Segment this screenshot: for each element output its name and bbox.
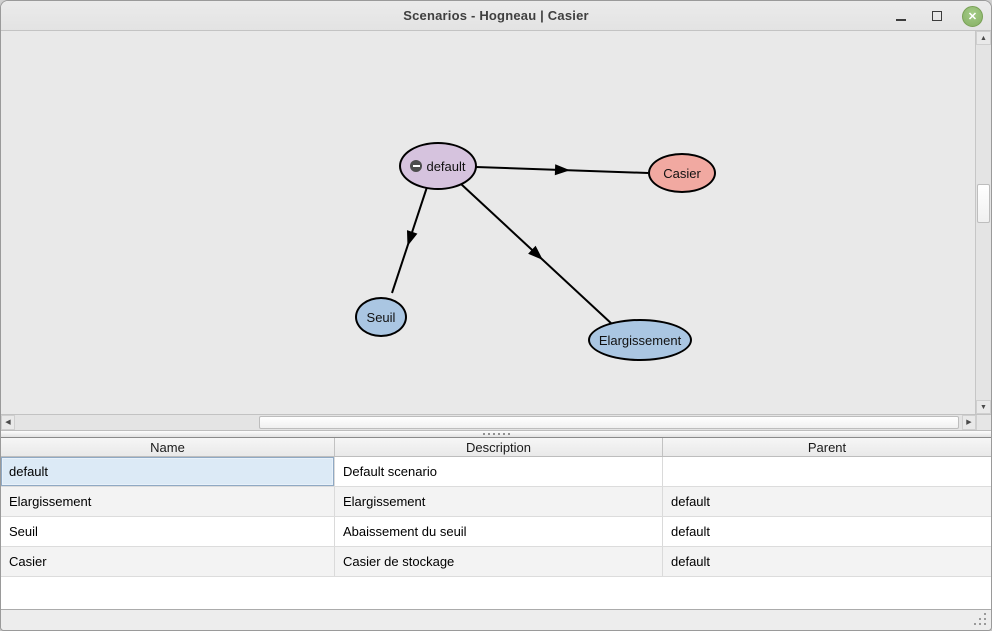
window-controls: ✕ [890,1,983,31]
collapse-minus-icon[interactable] [410,160,423,172]
cell-name[interactable]: Elargissement [1,487,335,516]
scrollbar-corner [976,415,991,430]
cell-description[interactable]: Casier de stockage [335,547,663,576]
scroll-down-button[interactable]: ▼ [976,400,991,414]
cell-parent[interactable]: default [671,524,711,539]
scroll-left-button[interactable]: ◀ [1,415,15,430]
window-title: Scenarios - Hogneau | Casier [403,8,589,23]
splitter-handle[interactable] [1,430,991,438]
table-row: Seuil Abaissement du seuil default [1,517,991,547]
cell-name[interactable]: Seuil [1,517,335,546]
horizontal-scrollbar-thumb[interactable] [259,416,959,429]
graph-node-label: Casier [663,165,701,181]
column-header-name[interactable]: Name [1,438,335,456]
cell-name[interactable]: Casier [1,547,335,576]
cell-name[interactable]: default [1,457,335,486]
table-row: default Default scenario [1,457,991,487]
scroll-up-icon: ▲ [980,34,987,42]
cell-parent[interactable]: default [671,554,711,569]
graph-node-label: Elargissement [598,332,682,348]
table-row: Casier Casier de stockage default [1,547,991,577]
graph-node-casier[interactable]: Casier [648,153,716,193]
cell-description[interactable]: Abaissement du seuil [335,517,663,546]
cell-description[interactable]: Default scenario [335,457,663,486]
status-bar [1,610,991,630]
scroll-up-button[interactable]: ▲ [976,31,991,45]
graph-node-elargissement[interactable]: Elargissement [588,319,692,361]
maximize-button[interactable] [926,5,948,27]
graph-node-label: default [426,158,466,174]
vertical-scrollbar[interactable]: ▲ ▼ [975,31,991,414]
cell-parent[interactable]: default [671,494,711,509]
graph-edges-svg [391,164,649,326]
edge-arrowhead-icon [406,230,418,247]
graph-node-seuil[interactable]: Seuil [355,297,407,337]
column-header-parent[interactable]: Parent [807,439,847,455]
cell-parent[interactable] [663,457,991,486]
horizontal-scrollbar[interactable]: ◀ ▶ [1,415,976,430]
graph-node-default[interactable]: default [399,142,477,190]
close-icon: ✕ [967,10,978,23]
scroll-left-icon: ◀ [5,419,11,426]
graph-node-label: Seuil [366,309,396,325]
table-body: default Default scenario Elargissement E… [1,457,991,577]
splitter-grip-icon [482,433,485,435]
table-row: Elargissement Elargissement default [1,487,991,517]
titlebar[interactable]: Scenarios - Hogneau | Casier ✕ [1,1,991,31]
column-header-description[interactable]: Description [335,438,663,456]
scroll-down-icon: ▼ [980,403,987,411]
edge-arrowhead-icon [528,245,543,260]
vertical-scrollbar-thumb[interactable] [977,184,990,223]
close-button[interactable]: ✕ [962,5,983,27]
table-empty-area[interactable] [1,577,991,610]
scroll-right-icon: ▶ [966,419,972,426]
maximize-icon [932,11,942,21]
table-header: Name Description Parent [1,438,991,457]
minimize-icon [896,19,906,21]
cell-description[interactable]: Elargissement [335,487,663,516]
scenario-table: Name Description Parent default Default … [1,438,991,610]
minimize-button[interactable] [890,5,912,27]
scroll-right-button[interactable]: ▶ [962,415,976,430]
horizontal-scrollbar-row: ◀ ▶ [1,414,991,430]
resize-grip-icon[interactable] [984,623,986,625]
edge-arrowhead-icon [554,164,570,176]
